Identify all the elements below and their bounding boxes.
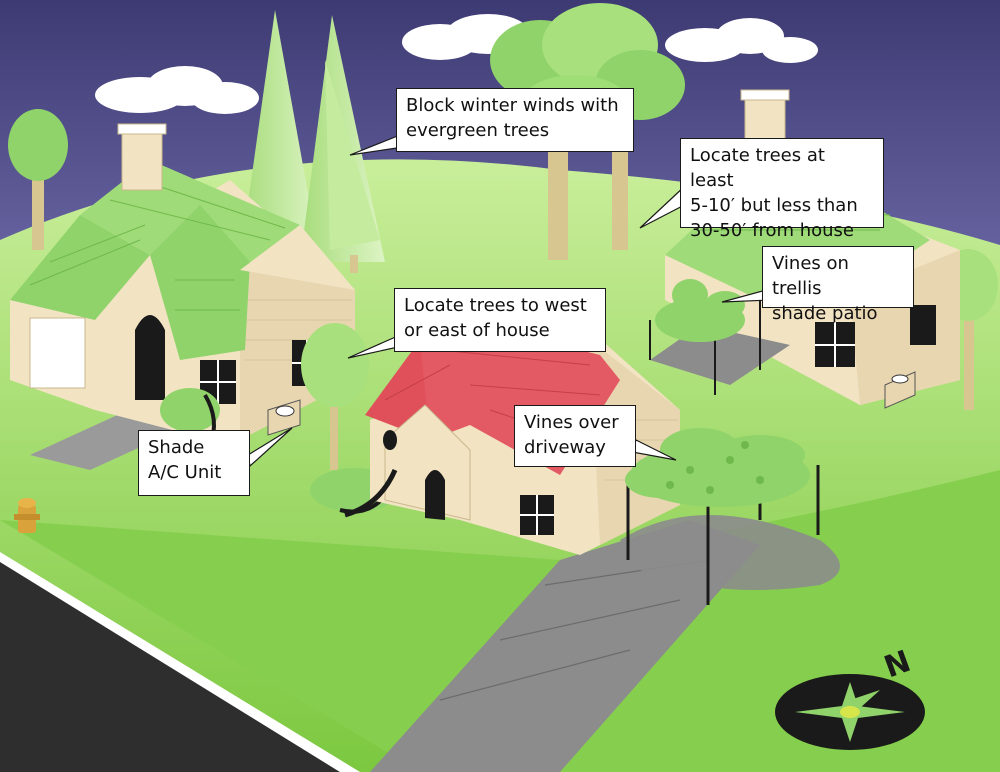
compass-rose	[775, 674, 925, 750]
callout-trellis: Vines on trellis shade patio	[762, 246, 914, 324]
callout-west-east: Locate trees to west or east of house	[394, 288, 606, 352]
driveway-shadow	[620, 515, 840, 590]
callout-winter-winds: Block winter winds with evergreen trees	[396, 88, 634, 152]
callout-driveway-vines: Vines over driveway	[514, 405, 636, 467]
fire-hydrant	[14, 498, 40, 533]
callout-ac-unit: Shade A/C Unit	[138, 430, 250, 496]
driveway-vines	[625, 428, 820, 605]
road-curb	[0, 552, 360, 772]
callout-tree-distance: Locate trees at least 5-10′ but less tha…	[680, 138, 884, 241]
trellis-patio	[649, 279, 790, 395]
house-left	[10, 123, 355, 446]
deciduous-tree-back-left	[8, 109, 68, 250]
sidewalk	[370, 520, 760, 772]
